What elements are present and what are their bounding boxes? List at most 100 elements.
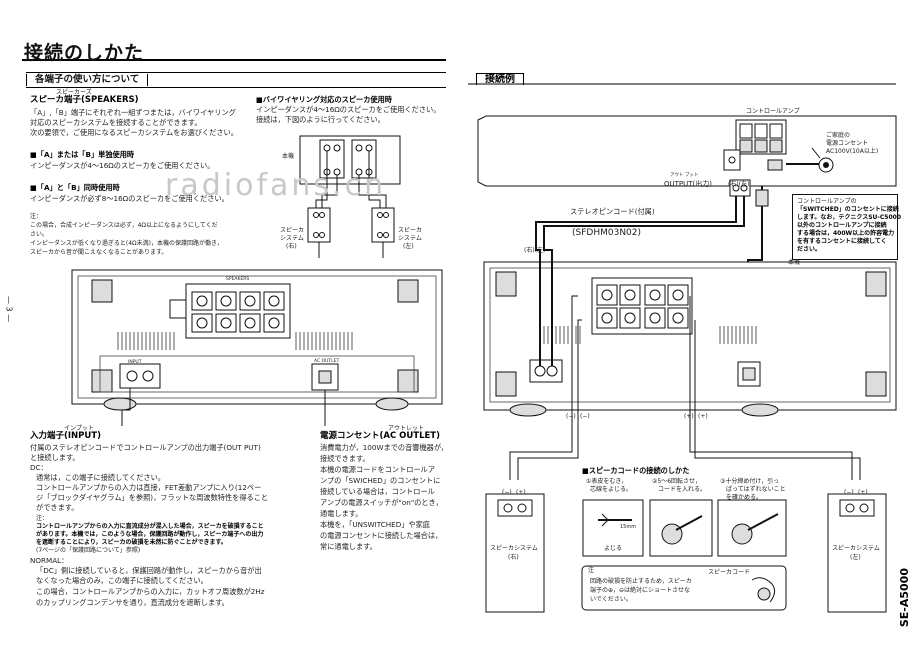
panel-input-label: INPUT — [128, 360, 142, 365]
normal-line-1: 「DC」側に接続していると，保護回路が動作し，スピーカから音が出 — [36, 566, 262, 575]
normal-line-3: この場合，コントロールアンプからの入力に，カットオフ周波数が2Hz — [36, 587, 265, 596]
input-heading: 入力端子(INPUT) — [30, 431, 101, 441]
speaker-note-3: インピーダンスが低くなり過ぎると(4Ω未満)，本機の保護回路が働き， — [30, 240, 223, 247]
right-amp-panel — [483, 236, 897, 480]
biwire-heading: ■バイワイヤリング対応のスピーカ使用時 — [256, 95, 392, 104]
a-or-b-heading: ■「A」または「B」単独使用時 — [30, 150, 135, 159]
output-rl-label: (右)(左) — [728, 181, 750, 188]
watermark: radiofans.cn — [165, 168, 387, 203]
step3-2: ぱってはずれないこと — [726, 486, 786, 493]
section-title: 各端子の使い方について — [26, 74, 149, 86]
warn-line-3: いでください。 — [590, 596, 632, 603]
biwire-spk-right-2: システム — [280, 235, 304, 242]
biwire-diagram — [299, 135, 401, 258]
dc-line-1: 通常は，この端子に接続してください。 — [36, 473, 165, 482]
spk-sys-right-2: (右) — [508, 554, 519, 561]
power-note-3: します。なお，テクニクスSU-C5000 — [797, 214, 902, 221]
spk-left-minus: (−) — [844, 489, 854, 496]
normal-label: NORMAL： — [30, 556, 69, 565]
dc-note-2: があります。本機では，このような場合，保護回路が動作し，スピーカ端子への出力 — [36, 531, 264, 538]
outlet-1: ご家庭の — [826, 132, 851, 139]
dc-note-0: 注： — [36, 515, 49, 522]
outlet-3: AC100V(10A以上) — [826, 148, 879, 155]
panel-ac-label: AC OUTLET — [314, 359, 340, 364]
power-note-7: ださい。 — [797, 246, 822, 253]
ac-line-9: の電源コンセントに接続した場合は， — [320, 531, 443, 540]
normal-line-4: のカップリングコンデンサを通り，直流成分を遮断します。 — [36, 598, 229, 607]
outlet-2: 電源コンセント — [826, 140, 869, 147]
page-number: — 3 — — [4, 296, 14, 323]
input-line-1: 付属のステレオピンコードでコントロールアンプの出力端子(OUT PUT) — [30, 443, 261, 452]
biwire-unit-label: 本機 — [282, 153, 295, 160]
step2-1: ②5～6回転させ， — [652, 478, 702, 485]
speaker-desc-1: 「A」,「B」端子にそれぞれ一組ずつまたは，バイワイヤリング — [30, 108, 236, 117]
input-rl-label: (右)(左) — [524, 247, 546, 254]
ac-line-10: 常に通電します。 — [320, 542, 377, 551]
cord-plus-right: (+) — [684, 413, 694, 420]
ac-line-3: 本機の電源コードをコントロールア — [320, 465, 436, 474]
ac-line-2: 接続できます。 — [320, 454, 370, 463]
speaker-note-4: スピーカから音が聞こえなくなることがあります。 — [30, 249, 168, 256]
power-note-1: コントロールアンプの — [797, 198, 857, 205]
warn-cord: スピーカコード — [708, 569, 751, 576]
dc-note-1: コントロールアンプからの入力に直流成分が混入した場合，スピーカを破損すること — [36, 523, 264, 530]
spk-right-plus: (+) — [516, 489, 526, 496]
power-note-5: する場合は，400W以上の許容電力 — [797, 230, 895, 237]
right-section-title: 接続例 — [476, 73, 524, 85]
stereo-cord-label: ステレオピンコード(付属) — [570, 207, 655, 216]
biwire-spk-right-1: スピーカ — [280, 227, 305, 234]
spk-sys-left-1: スピーカシステム — [832, 545, 880, 552]
normal-line-2: なくなった場合のみ，この端子に接続してください。 — [36, 576, 208, 585]
input-line-2: と接続します。 — [30, 453, 80, 462]
input-ruby: インプット — [64, 425, 94, 432]
biwire-spk-right-3: (右) — [286, 243, 297, 250]
biwire-spk-left-2: システム — [398, 235, 422, 242]
ac-line-4: ンプの「SWICHED」のコンセントに — [320, 476, 441, 485]
cord-minus-right: (+) — [698, 413, 708, 420]
a-and-b-heading: ■「A」と「B」同時使用時 — [30, 183, 120, 192]
step3-3: を確かめる。 — [726, 494, 763, 501]
speaker-heading: スピーカ端子(SPEAKERS) — [30, 95, 139, 105]
dc-line-2: コントロールアンプからの入力は直接，FET差動アンプに入り(12ペー — [36, 483, 262, 492]
dc-note-3: を遮断することにより，スピーカの破損を未然に防ぐことができます。 — [36, 539, 227, 546]
ac-line-6: アンプの電源スイッチが"on"のとき， — [320, 498, 443, 507]
ac-line-7: 通電します。 — [320, 509, 363, 518]
power-note-4: 以外のコントロールアンプに接続 — [797, 222, 887, 229]
step1-twist: よじる — [604, 545, 623, 552]
section-bar: 各端子の使い方について — [26, 72, 446, 88]
ac-line-8: 本機を，「UNSWITCHED」や家庭 — [320, 520, 430, 529]
part-number: (SFDHM03N02) — [572, 228, 642, 238]
ac-line-1: 消費電力が，100Wまでの音響機器が， — [320, 443, 448, 452]
cord-plus-left: (−) — [580, 413, 590, 420]
dc-line-4: ができます。 — [36, 503, 79, 512]
spk-sys-right-1: スピーカシステム — [490, 545, 538, 552]
control-amp-label: コントロールアンプ — [746, 108, 800, 115]
step1-2: 芯線をよじる。 — [590, 486, 633, 493]
unit-label: 本機 — [788, 259, 801, 266]
biwire-spk-left-3: (左) — [403, 243, 414, 250]
spk-sys-left-2: (左) — [850, 554, 861, 561]
model-side-label: SE-A5000 — [898, 568, 911, 628]
dc-label: DC： — [30, 463, 48, 472]
dc-note-4: (7ページの「保護回路について」参照) — [36, 547, 141, 554]
control-amp-drawing — [477, 115, 897, 378]
speaker-desc-3: 次の要領で，ご使用になるスピーカシステムをお選びください。 — [30, 128, 238, 137]
power-note-6: を有するコンセントに接続してく — [797, 238, 887, 245]
speaker-note-2: さい。 — [30, 231, 49, 238]
ac-ruby: アウトレット — [388, 425, 425, 432]
warn-line-1: 回路の破損を防止するため，スピーカ — [590, 578, 692, 585]
left-amp-panel — [71, 269, 443, 426]
a-or-b-text: インピーダンスが4～16Ωのスピーカをご使用ください。 — [30, 161, 215, 170]
step1-1: ①表皮をむき， — [586, 478, 628, 485]
step1-mm: 15mm — [620, 524, 637, 530]
spk-right-minus: (−) — [502, 489, 512, 496]
biwire-line-1: インピーダンスが4～16Ωのスピーカをご使用ください。 — [256, 105, 441, 114]
speaker-note-1: この場合，合成インピーダンスは必ず，4Ω以上になるようにしてくだ — [30, 222, 218, 229]
ac-heading: 電源コンセント(AC OUTLET) — [320, 431, 440, 441]
page-title: 接続のしかた — [24, 42, 145, 64]
warn-label: 注 — [588, 567, 595, 574]
biwire-line-2: 接続は，下図のように行ってください。 — [256, 115, 385, 124]
warn-line-2: 端子の⊕，⊖は絶対にショートさせな — [590, 587, 691, 594]
biwire-spk-left-1: スピーカ — [398, 227, 423, 234]
